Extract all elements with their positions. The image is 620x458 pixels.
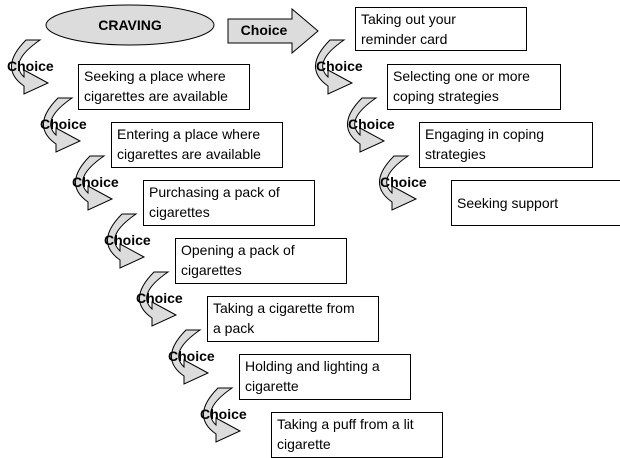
curved-arrow-icon [379,155,418,211]
left-choice-arrow-4 [107,213,146,269]
curved-arrow-icon [139,271,178,327]
curved-arrow-icon [11,39,50,95]
left-choice-label-7: Choice [200,406,247,422]
curved-arrow-icon [203,387,242,443]
right-choice-arrow-1 [315,39,354,95]
left-step-box-2: Entering a place where cigarettes are av… [111,122,283,168]
curved-arrow-icon [75,155,114,211]
curved-arrow-icon [107,213,146,269]
left-choice-arrow-2 [43,97,82,153]
right-choice-arrow-2 [347,97,386,153]
left-choice-label-2: Choice [40,116,87,132]
craving-ellipse [45,4,215,46]
right-choice-label-3: Choice [380,174,427,190]
left-choice-arrow-1 [11,39,50,95]
right-choice-label-2: Choice [348,116,395,132]
top-choice-arrow [227,7,319,55]
right-step-box-2: Selecting one or more coping strategies [387,64,561,110]
top-choice-label: Choice [240,22,288,38]
left-choice-arrow-6 [171,329,210,385]
left-choice-label-6: Choice [168,348,215,364]
curved-arrow-icon [315,39,354,95]
left-step-box-6: Holding and lighting a cigarette [239,354,411,400]
right-choice-arrow-3 [379,155,418,211]
left-step-box-4: Opening a pack of cigarettes [175,238,347,284]
left-choice-label-1: Choice [7,58,54,74]
right-step-box-1: Taking out your reminder card [355,7,527,51]
curved-arrow-icon [347,97,386,153]
left-choice-arrow-3 [75,155,114,211]
left-choice-arrow-5 [139,271,178,327]
right-step-box-4: Seeking support [451,180,620,226]
craving-label: CRAVING [98,17,162,33]
left-choice-label-3: Choice [72,174,119,190]
right-choice-label-1: Choice [316,58,363,74]
curved-arrow-icon [43,97,82,153]
curved-arrow-icon [171,329,210,385]
right-step-box-3: Engaging in coping strategies [419,122,593,168]
left-choice-label-5: Choice [136,290,183,306]
left-step-box-5: Taking a cigarette from a pack [207,296,379,342]
left-step-box-3: Purchasing a pack of cigarettes [143,180,315,226]
left-step-box-1: Seeking a place where cigarettes are ava… [78,64,250,110]
left-choice-label-4: Choice [104,232,151,248]
left-step-box-7: Taking a puff from a lit cigarette [271,412,443,458]
left-choice-arrow-7 [203,387,242,443]
